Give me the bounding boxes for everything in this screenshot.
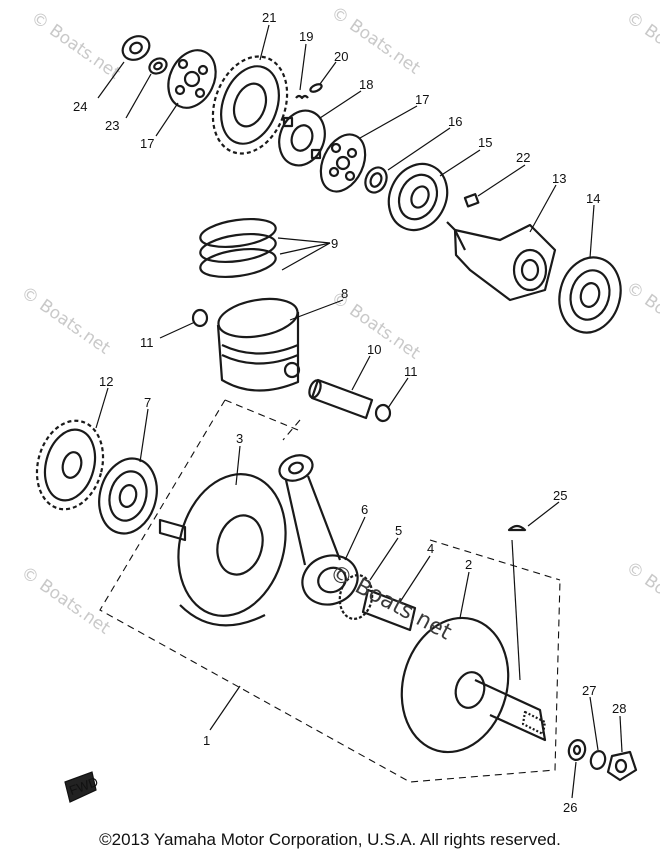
part-crank-half-2 (400, 616, 547, 754)
label-24: 24 (73, 99, 87, 114)
label-8: 8 (341, 286, 348, 301)
part-circlip-11-upper (191, 308, 209, 328)
label-11-upper: 11 (140, 335, 154, 350)
copyright-notice: ©2013 Yamaha Motor Corporation, U.S.A. A… (99, 830, 561, 849)
label-19: 19 (299, 29, 313, 44)
part-washer-16 (364, 166, 388, 194)
label-26: 26 (563, 800, 577, 815)
label-16: 16 (448, 114, 462, 129)
part-circlip-11-lower (374, 403, 392, 423)
part-hub-18 (278, 109, 326, 167)
label-15: 15 (478, 135, 492, 150)
part-crank-half-3 (158, 473, 287, 627)
part-spring-19 (295, 94, 309, 100)
part-washer-26 (567, 739, 587, 761)
label-25: 25 (553, 488, 567, 503)
part-washer-23 (148, 57, 168, 75)
part-labels: 21 19 20 18 17 16 15 22 13 14 24 23 17 9… (73, 10, 626, 815)
part-sprocket-21 (211, 55, 289, 155)
part-bearing-24 (121, 35, 151, 61)
part-crank-13 (446, 221, 557, 302)
fwd-badge: FWD (64, 771, 100, 803)
watermark-text: © Boats.net (622, 558, 660, 634)
label-11-lower: 11 (404, 364, 418, 379)
part-bearing-14 (558, 256, 622, 334)
part-piston-rings-9 (199, 217, 277, 279)
label-4: 4 (427, 541, 434, 556)
label-6: 6 (361, 502, 368, 517)
part-plunger-20 (309, 83, 323, 93)
label-23: 23 (105, 118, 119, 133)
part-needle-bearing-5 (338, 574, 374, 620)
part-conrod-6 (278, 454, 359, 606)
watermark-text: © Boats.net (27, 8, 124, 84)
part-piston-8 (216, 297, 301, 392)
label-18: 18 (359, 77, 373, 92)
part-bearing-15 (387, 162, 449, 232)
part-lockwasher-27 (589, 750, 607, 770)
part-key-22 (463, 193, 480, 208)
watermark-text: © Boats.net (17, 283, 114, 359)
part-nut-28 (606, 750, 638, 782)
watermark-text: © Boats.net (17, 563, 114, 639)
label-22: 22 (516, 150, 530, 165)
crankshaft-piston-diagram: © Boats.net © Boats.net © Boats.net © Bo… (17, 3, 660, 815)
label-28: 28 (612, 701, 626, 716)
part-plate-17-left (167, 49, 217, 109)
watermark-text: © Boats.net (622, 8, 660, 84)
label-10: 10 (367, 342, 381, 357)
watermark-text: © Boats.net (325, 560, 456, 645)
label-20: 20 (334, 49, 348, 64)
label-7: 7 (144, 395, 151, 410)
label-2: 2 (465, 557, 472, 572)
part-crank-pin-4 (361, 588, 417, 632)
label-17-left: 17 (140, 136, 154, 151)
label-27: 27 (582, 683, 596, 698)
label-17-right: 17 (415, 92, 429, 107)
label-12: 12 (99, 374, 113, 389)
watermark-text: © Boats.net (327, 3, 424, 79)
leader-lines (95, 24, 623, 799)
watermark-layer: © Boats.net © Boats.net © Boats.net © Bo… (17, 3, 660, 639)
label-21: 21 (262, 10, 276, 25)
label-3: 3 (236, 431, 243, 446)
part-gear-12 (35, 419, 105, 511)
label-5: 5 (395, 523, 402, 538)
part-bearing-7 (98, 457, 158, 535)
assembly-outline (99, 399, 561, 783)
label-9: 9 (331, 236, 338, 251)
part-key-25 (507, 524, 527, 532)
watermark-text: © Boats.net (622, 278, 660, 354)
part-pin-10 (308, 378, 374, 420)
part-plate-17-right (319, 133, 367, 193)
label-14: 14 (586, 191, 600, 206)
label-1: 1 (203, 733, 210, 748)
label-13: 13 (552, 171, 566, 186)
